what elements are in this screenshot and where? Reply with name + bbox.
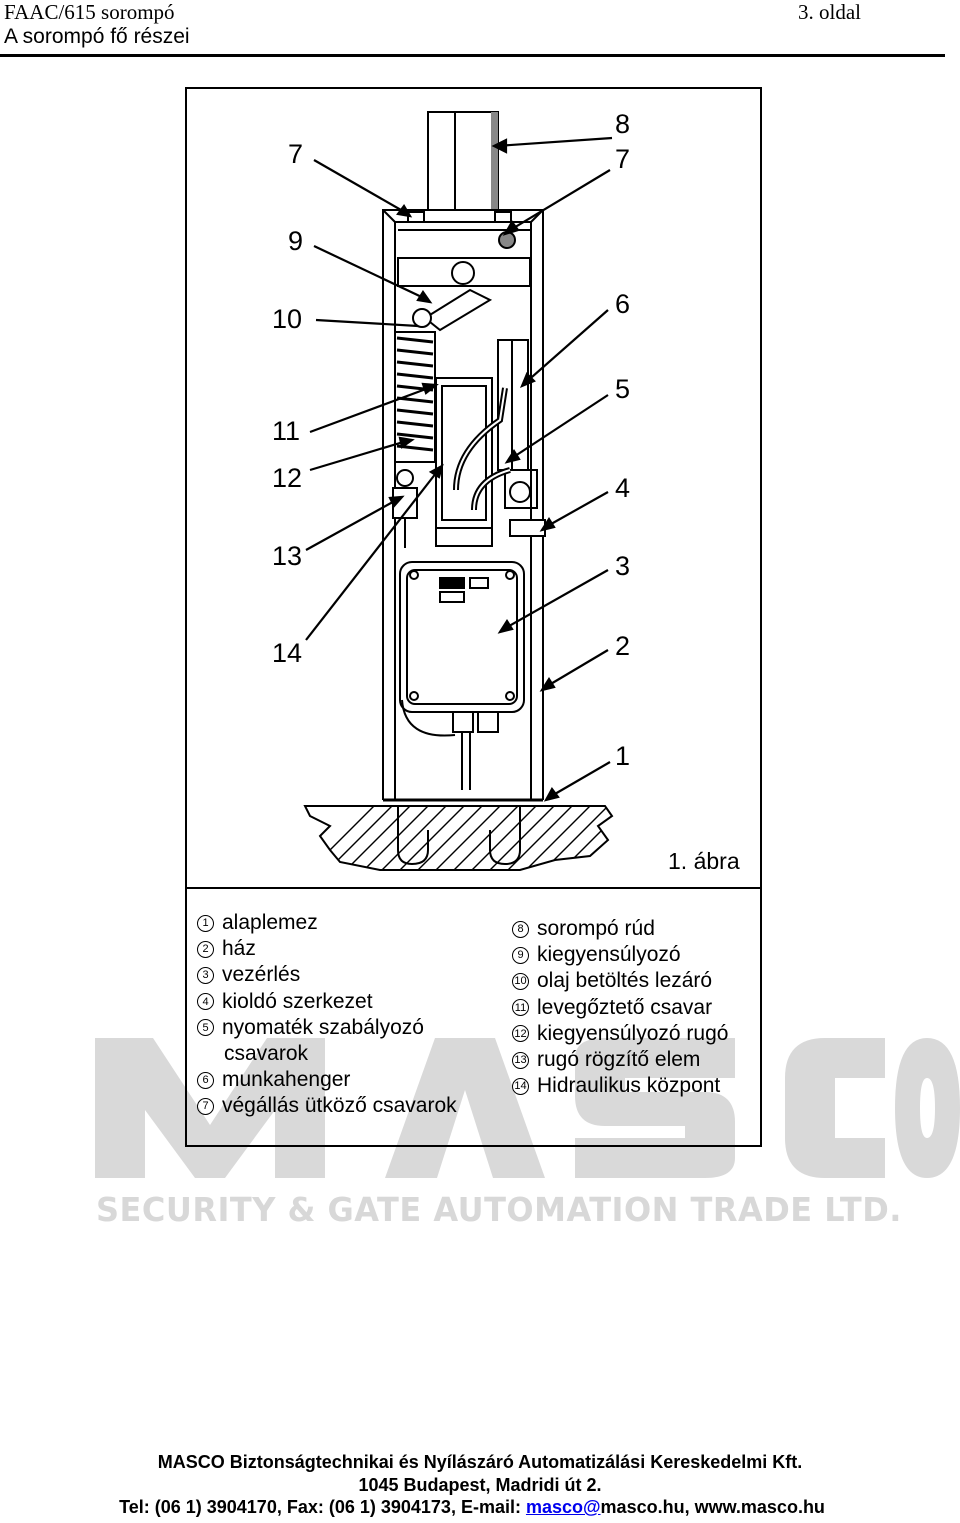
figure-legend-divider: [185, 887, 762, 889]
watermark-tagline: SECURITY & GATE AUTOMATION TRADE LTD.: [96, 1190, 902, 1229]
masco-watermark-logo: [95, 1038, 960, 1178]
legend-number: 3: [197, 967, 214, 984]
legend-text: alaplemez: [222, 911, 318, 934]
callout-6: 6: [615, 289, 630, 319]
legend-item: 4 kioldó szerkezet: [197, 989, 457, 1015]
legend-number: 5: [197, 1019, 214, 1037]
callout-3: 3: [615, 551, 630, 581]
legend-item: 5 nyomaték szabályozó: [197, 1015, 457, 1041]
legend-text: kiegyensúlyozó rugó: [537, 1021, 729, 1045]
callout-14: 14: [272, 638, 302, 668]
legend-item: 12 kiegyensúlyozó rugó: [512, 1021, 728, 1047]
legend-item: 2 ház: [197, 936, 457, 962]
legend-item: 14 Hidraulikus központ: [512, 1073, 728, 1099]
footer-contact-suffix: masco.hu, www.masco.hu: [600, 1497, 825, 1517]
legend-left: 1 alaplemez 2 ház 3 vezérlés 4 kioldó szerke…: [197, 910, 457, 1120]
legend-item: 7 végállás ütköző csavarok: [197, 1093, 457, 1119]
legend-text: munkahenger: [222, 1068, 351, 1092]
callout-5: 5: [615, 374, 630, 404]
legend-item: 3 vezérlés: [197, 962, 457, 988]
footer-contact-prefix: Tel: (06 1) 3904170, Fax: (06 1) 3904173…: [119, 1497, 526, 1517]
legend-number: 12: [512, 1025, 529, 1043]
legend-item: 8 sorompó rúd: [512, 916, 728, 942]
callout-8: 8: [615, 109, 630, 139]
legend-text: kioldó szerkezet: [222, 989, 373, 1013]
legend-item-continuation: csavarok: [224, 1042, 309, 1066]
callout-4: 4: [615, 473, 630, 503]
figure-frame: [185, 87, 762, 1147]
legend-item: 9 kiegyensúlyozó: [512, 942, 728, 968]
callout-1: 1: [615, 741, 630, 771]
legend-number: 6: [197, 1071, 214, 1089]
legend-text: nyomaték szabályozó: [222, 1015, 424, 1039]
legend-number: 11: [512, 999, 529, 1017]
legend-text: sorompó rúd: [537, 917, 655, 940]
legend-number: 10: [512, 973, 529, 990]
legend-text: kiegyensúlyozó: [537, 943, 681, 967]
legend-text: olaj betöltés lezáró: [537, 969, 713, 993]
section-title: A sorompó fő részei: [4, 25, 190, 48]
page-number: 3. oldal: [798, 0, 861, 24]
legend-text: levegőztető csavar: [537, 995, 713, 1019]
legend-item: 1 alaplemez: [197, 910, 457, 936]
barrier-technical-drawing: 7 8 7 9 10 6 5 11 12 4 13 3 14 2 1: [272, 109, 630, 871]
callout-2: 2: [615, 631, 630, 661]
callout-10: 10: [272, 304, 302, 334]
legend-number: 8: [512, 920, 529, 938]
email-link[interactable]: masco@: [525, 1497, 601, 1517]
callout-12: 12: [272, 463, 302, 493]
legend-number: 2: [197, 940, 214, 958]
legend-number: 7: [197, 1098, 214, 1116]
legend-text: vezérlés: [222, 963, 301, 987]
footer-company: MASCO Biztonságtechnikai és Nyílászáró A…: [157, 1452, 803, 1472]
figure-caption: 1. ábra: [668, 848, 740, 874]
callout-7a: 7: [288, 139, 303, 169]
legend-text: ház: [222, 937, 256, 961]
legend-number: 4: [197, 993, 214, 1011]
document-title: FAAC/615 sorompó: [4, 0, 175, 24]
callout-7b: 7: [615, 144, 630, 174]
legend-number: 14: [512, 1077, 529, 1095]
legend-text: rugó rögzítő elem: [537, 1048, 701, 1072]
callout-13: 13: [272, 541, 302, 571]
legend-item: 6 munkahenger: [197, 1067, 457, 1093]
header-rule: [0, 54, 945, 57]
legend-text: végállás ütköző csavarok: [222, 1094, 457, 1118]
legend-number: 9: [512, 946, 529, 964]
legend-number: 1: [197, 914, 214, 932]
legend-item: 11 levegőztető csavar: [512, 995, 728, 1021]
legend-item: 10 olaj betöltés lezáró: [512, 968, 728, 994]
footer-address: 1045 Budapest, Madridi út 2.: [358, 1475, 602, 1495]
callout-9: 9: [288, 226, 303, 256]
legend-item: 13 rugó rögzítő elem: [512, 1047, 728, 1073]
legend-number: 13: [512, 1051, 529, 1069]
footer-contact: Tel: (06 1) 3904170, Fax: (06 1) 3904173…: [0, 1497, 952, 1518]
legend-right: 8 sorompó rúd 9 kiegyensúlyozó 10 olaj betö…: [512, 916, 728, 1099]
callout-11: 11: [272, 416, 300, 446]
legend-text: Hidraulikus központ: [537, 1074, 721, 1098]
